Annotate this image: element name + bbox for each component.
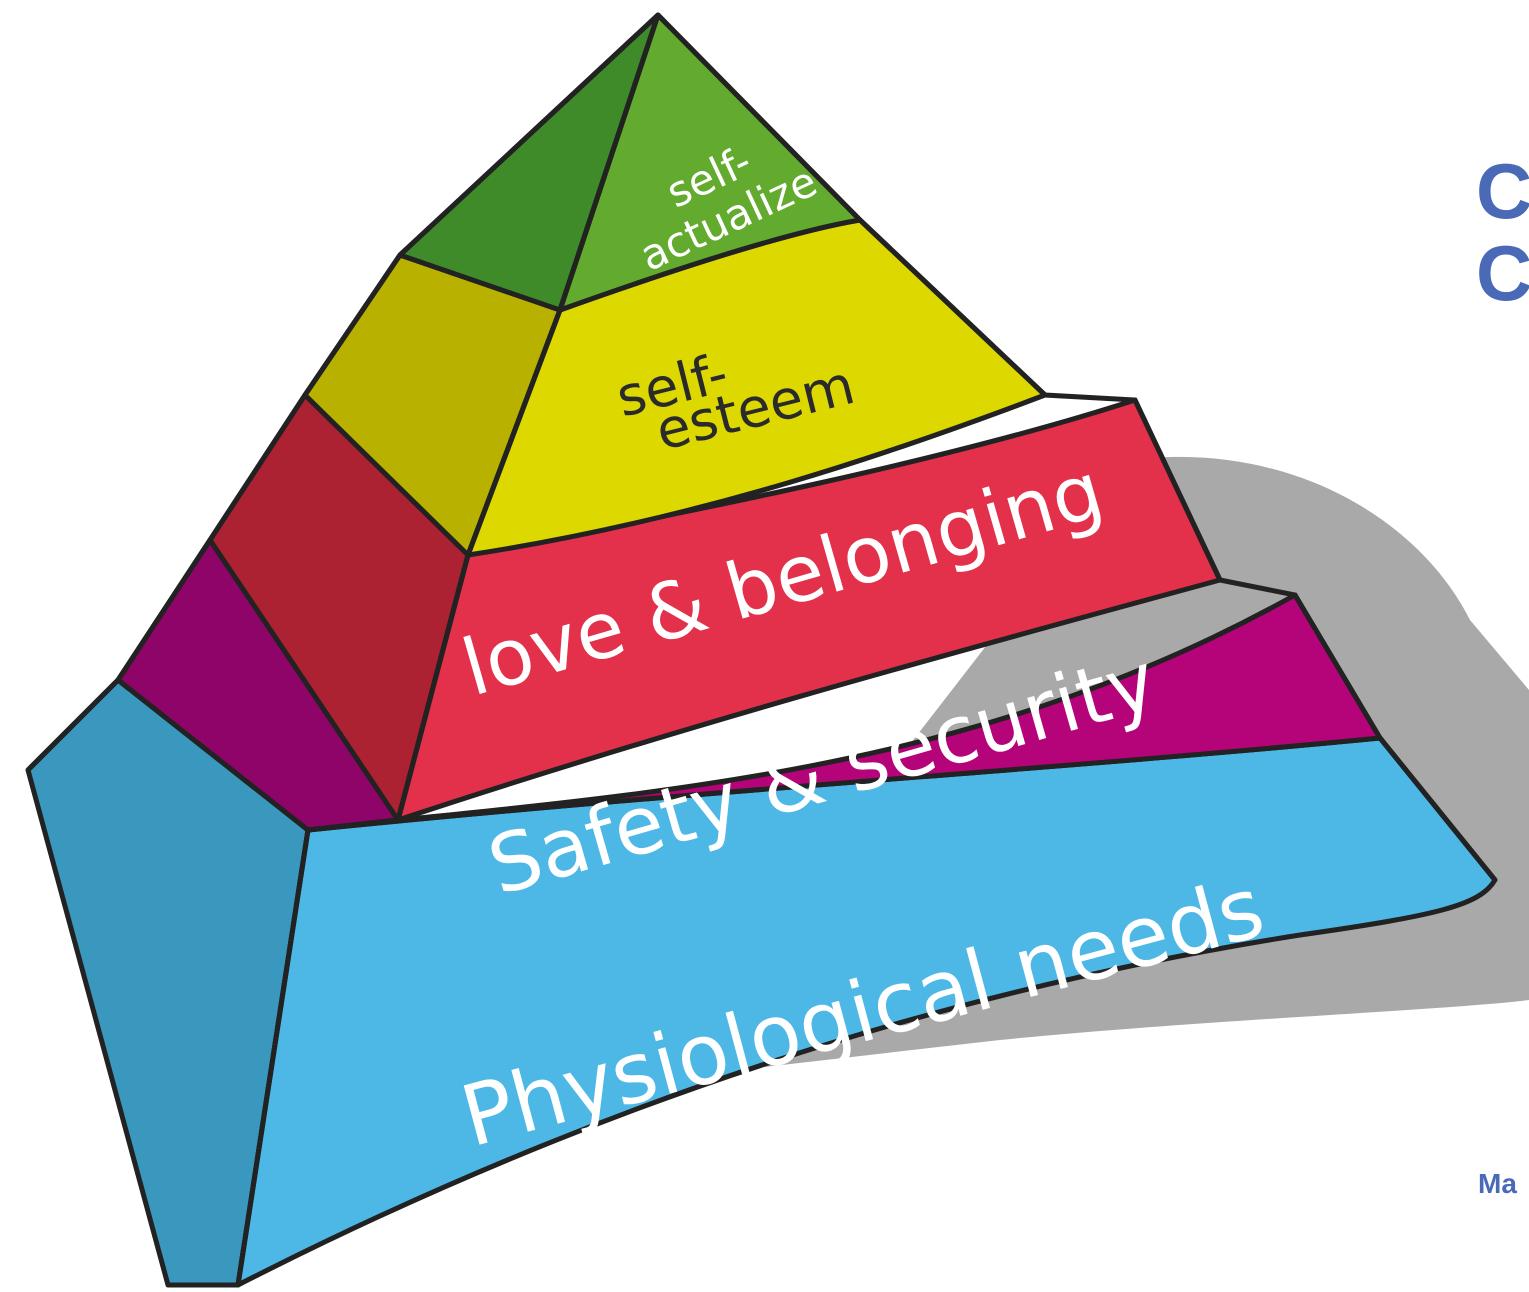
slide-caption: Ma: [1478, 1168, 1517, 1199]
slide-title-line1: C: [1476, 147, 1529, 235]
slide-title-line2: C: [1476, 229, 1529, 317]
edge-center: [235, 14, 661, 1286]
edge-right: [656, 13, 1497, 882]
edge-left: [26, 13, 660, 772]
slide-title: C C: [1476, 150, 1529, 314]
